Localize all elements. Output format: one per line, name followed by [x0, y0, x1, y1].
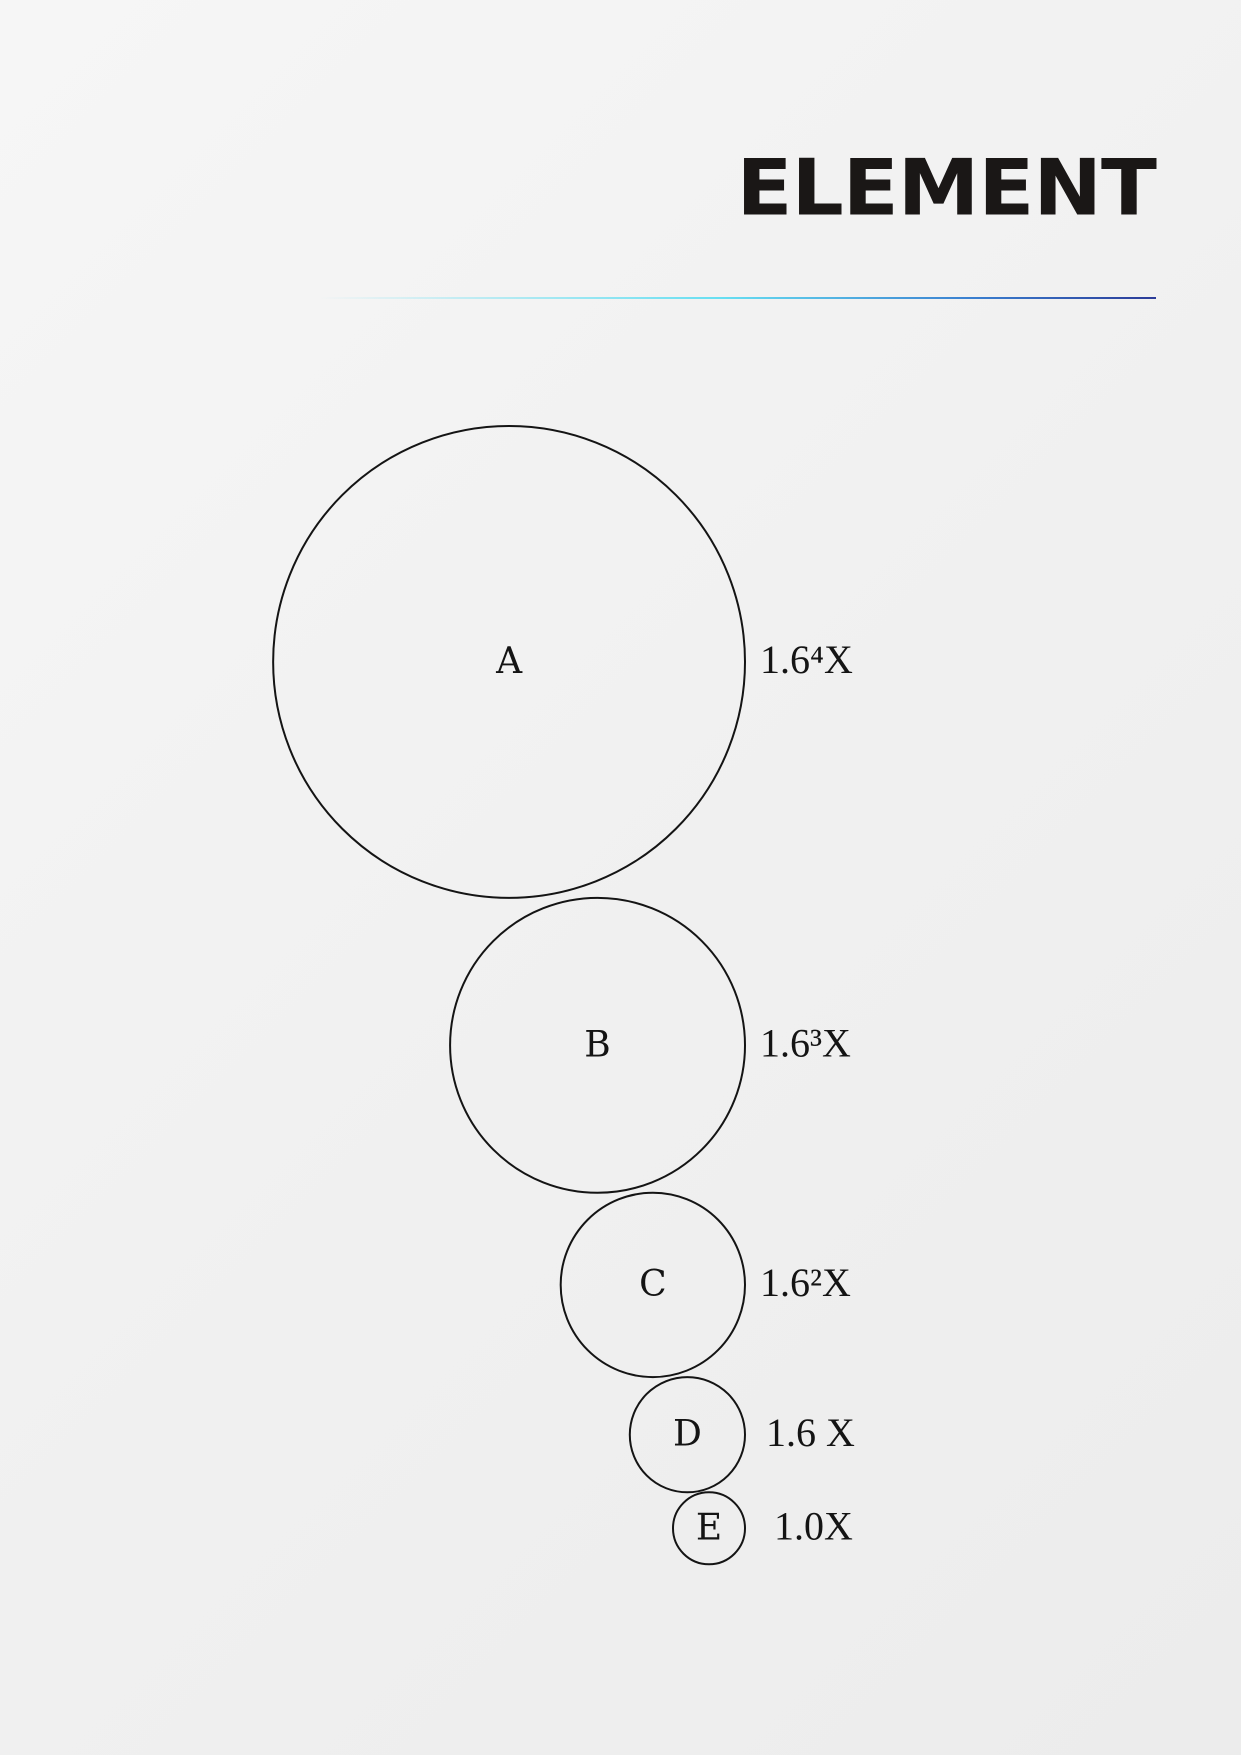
- circle-letter-e: E: [696, 1507, 722, 1548]
- ratio-label-b: 1.6³X: [760, 1020, 851, 1065]
- circle-group-a: A 1.6⁴X: [272, 425, 853, 899]
- ratio-label-a: 1.6⁴X: [760, 637, 853, 682]
- circle-b: [449, 896, 746, 1194]
- circle-letter-b: B: [584, 1024, 610, 1065]
- circle-group-b: B 1.6³X: [449, 896, 851, 1194]
- circle-c: [559, 1191, 747, 1379]
- circle-letter-c: C: [639, 1264, 667, 1305]
- circle-d: [628, 1376, 747, 1494]
- circle-group-c: C 1.6²X: [559, 1191, 851, 1379]
- ratio-label-d: 1.6 X: [766, 1410, 855, 1455]
- circle-a: [272, 425, 746, 899]
- ratio-label-c: 1.6²X: [760, 1260, 851, 1305]
- page-title: ELEMENT: [736, 143, 1157, 234]
- title-underline: [320, 297, 1156, 299]
- circle-letter-d: D: [673, 1414, 702, 1455]
- ratio-label-e: 1.0X: [774, 1503, 853, 1548]
- circle-letter-a: A: [495, 641, 523, 682]
- circle-group-e: E 1.0X: [672, 1491, 853, 1566]
- circle-group-d: D 1.6 X: [628, 1376, 855, 1494]
- circle-e: [672, 1491, 746, 1566]
